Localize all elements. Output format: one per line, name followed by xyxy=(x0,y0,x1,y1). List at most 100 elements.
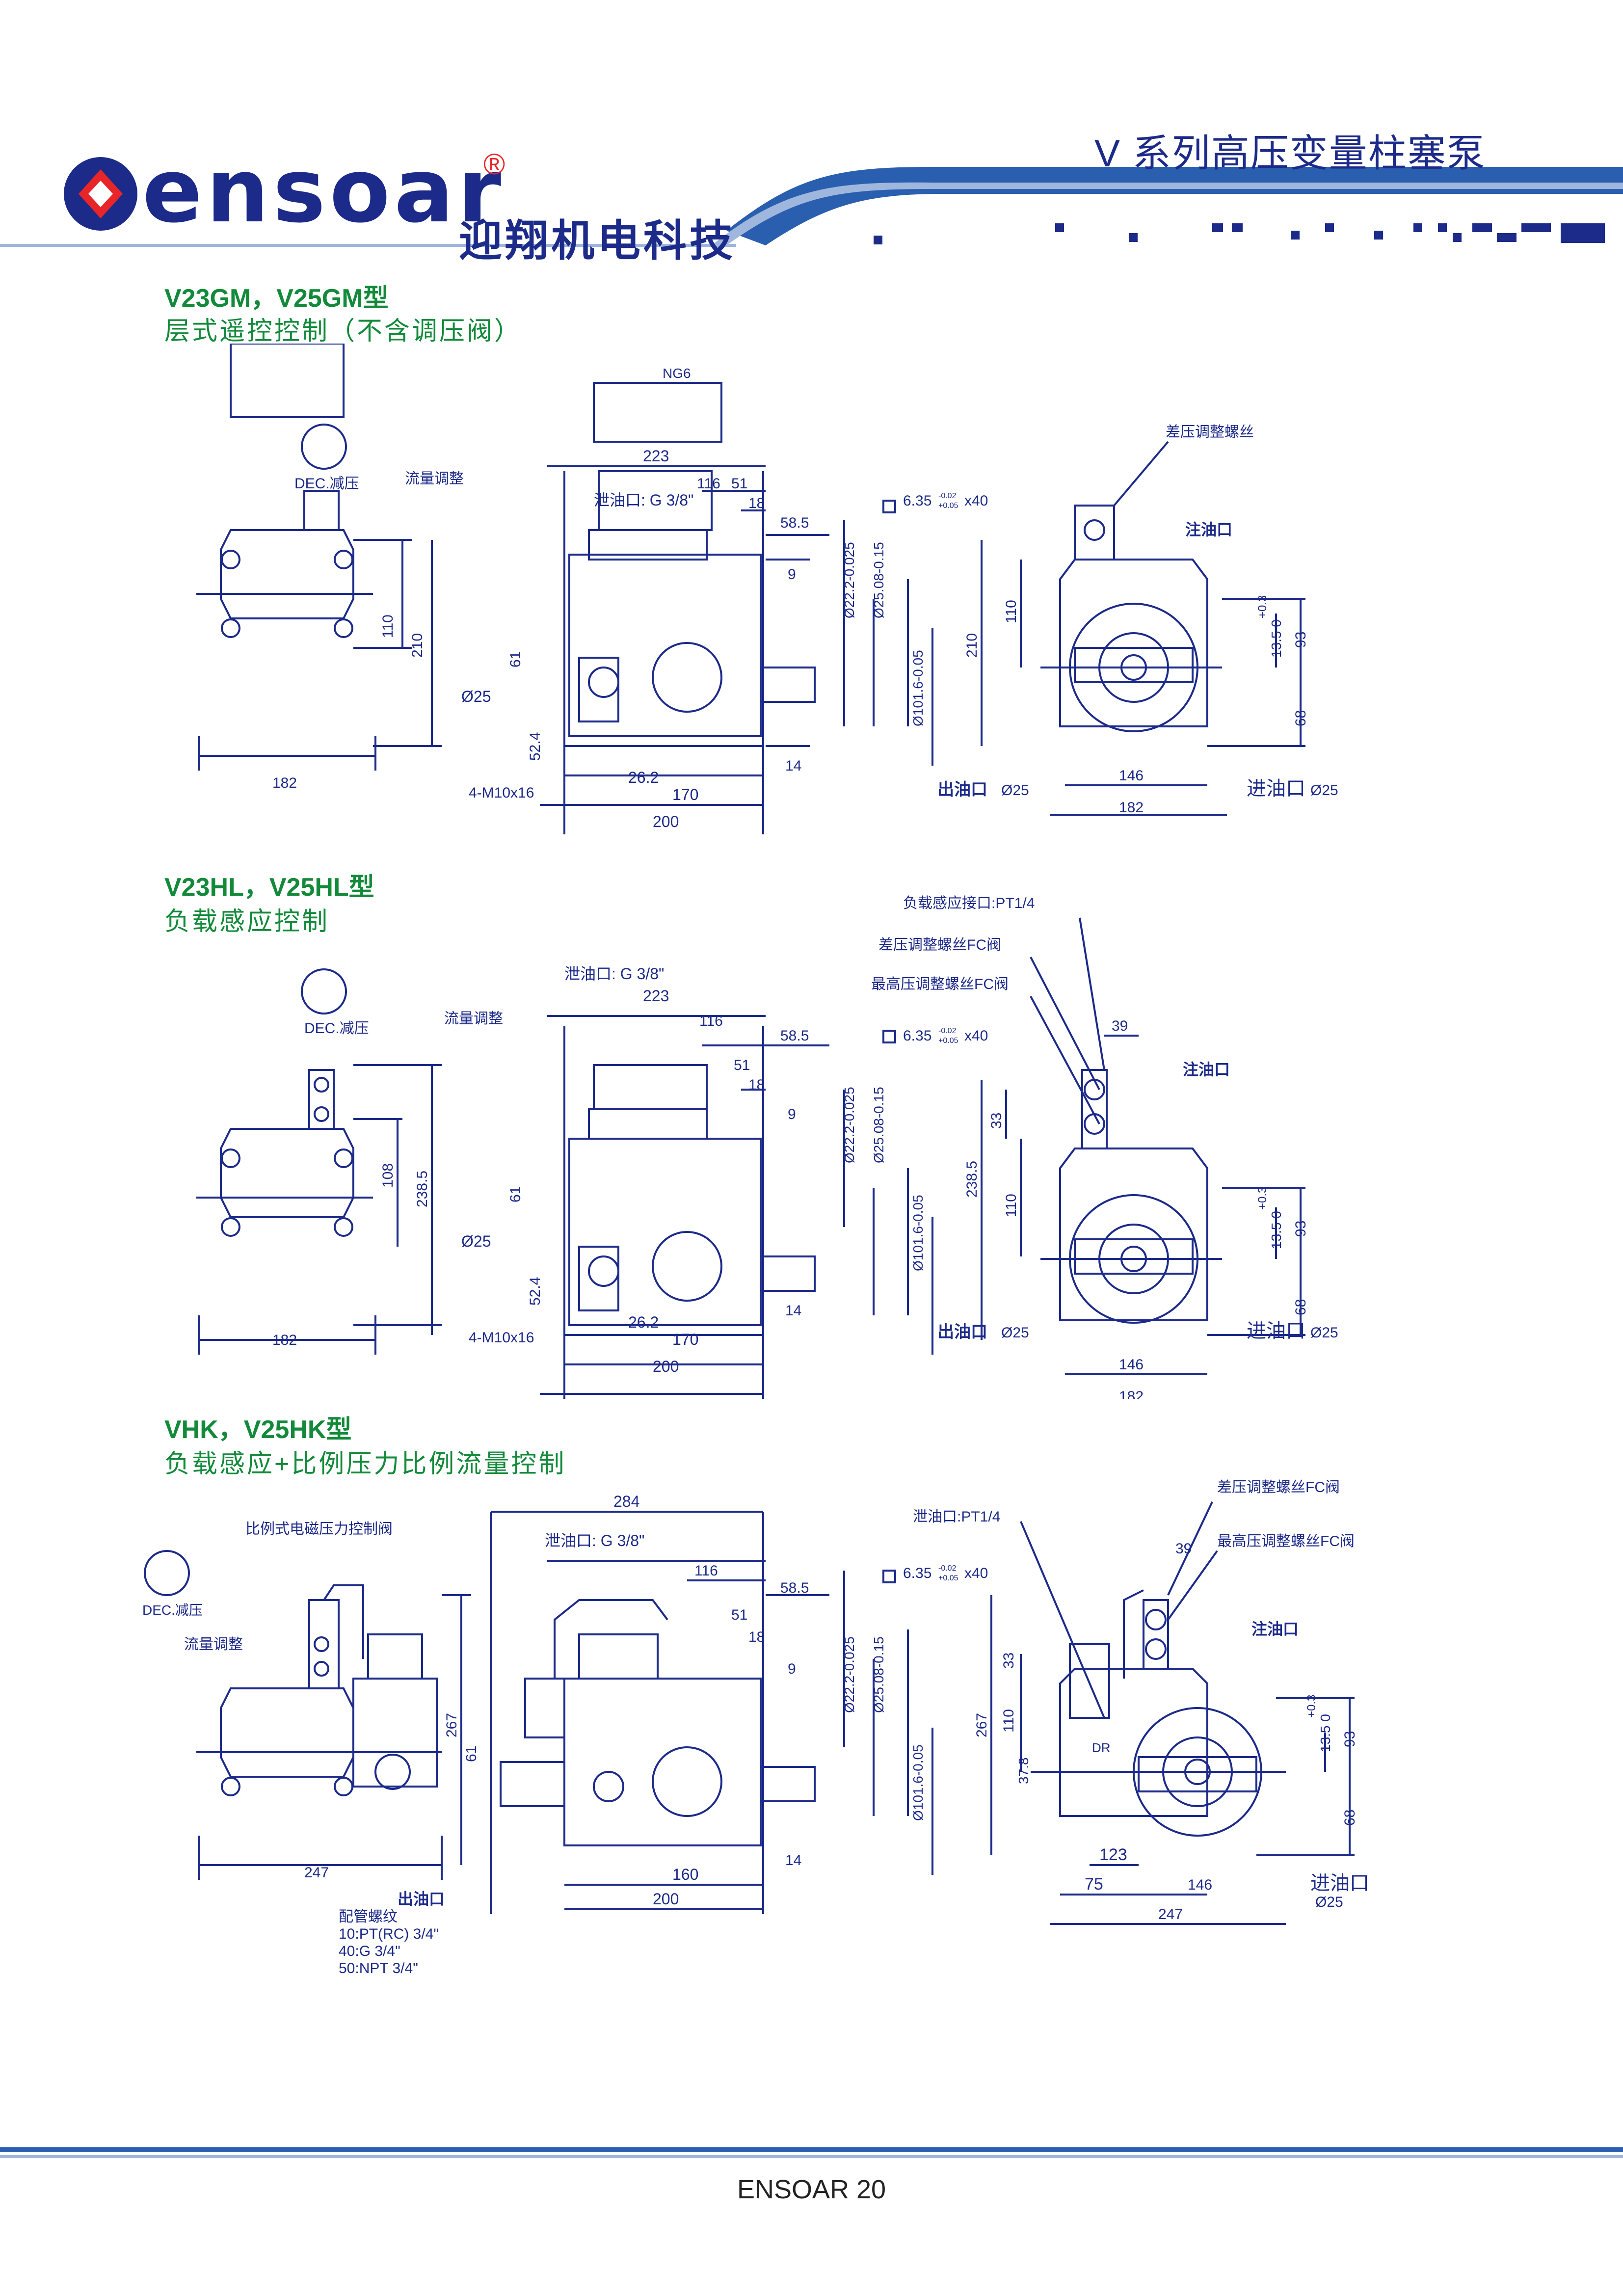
section-2-model: V23HL，V25HL型 xyxy=(164,873,374,902)
dim-116-3: 116 xyxy=(694,1563,718,1579)
section-3-model: VHK，V25HK型 xyxy=(164,1415,352,1444)
section-1-model: V23GM，V25GM型 xyxy=(164,284,389,313)
shaft-25-3: Ø25.08-0.15 xyxy=(871,1636,886,1713)
diff-screw-label-3: 差压调整螺丝FC阀 xyxy=(1217,1479,1340,1495)
shaft-key-tol-bot-1: +0.05 xyxy=(938,502,958,510)
header-graphic xyxy=(0,157,1623,247)
shaft-key-2: 6.35 xyxy=(903,1028,931,1044)
right-68-3: 68 xyxy=(1342,1810,1358,1826)
outlet-label-2: 出油口 xyxy=(937,1323,987,1341)
right-03-2: +0.3 xyxy=(1256,1187,1269,1210)
dim-170-1: 170 xyxy=(672,786,698,803)
bolt-label-1: 4-M10x16 xyxy=(469,785,534,801)
right-110-2: 110 xyxy=(1003,1194,1019,1217)
section-2-drawing: DEC.减压 流量调整 182 108 238.5 泄油口: G 3/8" 22… xyxy=(196,895,1338,1399)
dim-9-2: 9 xyxy=(788,1106,796,1122)
registered-mark: ® xyxy=(483,148,506,181)
drain-label-2: 泄油口: G 3/8" xyxy=(564,965,664,983)
dim-9-1: 9 xyxy=(788,566,796,583)
dim-58-5-2: 58.5 xyxy=(780,1028,809,1044)
dec-label-1: DEC.减压 xyxy=(294,476,359,492)
right-210-1: 210 xyxy=(964,633,980,658)
right-33-2: 33 xyxy=(988,1113,1005,1129)
shaft-key-tol-top-3: -0.02 xyxy=(938,1564,957,1573)
shaft-key-len-2: x40 xyxy=(964,1028,988,1044)
right-247-3: 247 xyxy=(1158,1906,1183,1922)
section-2-subtitle: 负载感应控制 xyxy=(164,908,330,936)
shaft-key-len-3: x40 xyxy=(964,1565,988,1581)
prop-valve-label: 比例式电磁压力控制阀 xyxy=(245,1521,393,1537)
right-13-5-1: 13.5 0 xyxy=(1269,619,1284,658)
dim-14-3: 14 xyxy=(785,1852,801,1869)
right-146-1: 146 xyxy=(1119,768,1144,784)
dim-116-2: 116 xyxy=(699,1013,723,1029)
right-03-1: +0.3 xyxy=(1256,595,1269,618)
right-110-3: 110 xyxy=(1001,1709,1017,1733)
fill-port-label-1: 注油口 xyxy=(1185,521,1232,538)
inlet-dia-3: Ø25 xyxy=(1315,1894,1343,1910)
dim-61-2: 61 xyxy=(507,1186,524,1202)
dim-9-3: 9 xyxy=(788,1661,796,1677)
shaft-key-tol-bot-3: +0.05 xyxy=(938,1574,958,1582)
shaft-key-tol-bot-2: +0.05 xyxy=(938,1037,958,1045)
dia25-label-1: Ø25 xyxy=(461,688,491,705)
section-1-subtitle: 层式遥控控制（不含调压阀） xyxy=(164,317,522,346)
dim-14-1: 14 xyxy=(785,758,801,774)
right-182-2: 182 xyxy=(1119,1388,1144,1399)
ng6-label: NG6 xyxy=(663,366,691,381)
dim-52-4-2: 52.4 xyxy=(527,1277,543,1306)
series-title: V 系列高压变量柱塞泵 xyxy=(1094,132,1486,175)
diff-screw-label-1: 差压调整螺丝 xyxy=(1166,424,1254,440)
right-93-3: 93 xyxy=(1342,1731,1358,1747)
flow-adjust-label-1: 流量调整 xyxy=(405,471,464,487)
footer-rule xyxy=(0,2147,1623,2158)
drain2-label: 泄油口:PT1/4 xyxy=(913,1509,1000,1525)
dim-200-3: 200 xyxy=(653,1890,679,1908)
dim-26-2-1: 26.2 xyxy=(628,769,659,786)
dr-label: DR xyxy=(1092,1740,1111,1755)
dia25-label-2: Ø25 xyxy=(461,1232,491,1250)
right-33-3: 33 xyxy=(1001,1653,1017,1669)
dim-51-3: 51 xyxy=(731,1607,747,1623)
dim-26-2-2: 26.2 xyxy=(628,1313,659,1331)
dim-51-2: 51 xyxy=(734,1057,750,1073)
shaft-key-3: 6.35 xyxy=(903,1565,931,1581)
shaft-key-tol-top-1: -0.02 xyxy=(938,492,957,500)
load-port-label: 负载感应接口:PT1/4 xyxy=(903,895,1035,911)
shaft-101-1: Ø101.6-0.05 xyxy=(910,650,926,726)
dim-14-2: 14 xyxy=(785,1303,801,1319)
right-110-1: 110 xyxy=(1003,600,1019,623)
dim-51-1: 51 xyxy=(731,476,747,492)
shaft-101-3: Ø101.6-0.05 xyxy=(910,1744,926,1821)
right-238-5-2: 238.5 xyxy=(964,1161,980,1198)
dim-160-3: 160 xyxy=(672,1866,698,1883)
right-03-3: +0.3 xyxy=(1305,1695,1318,1718)
section-3-subtitle: 负载感应+比例压力比例流量控制 xyxy=(164,1450,566,1478)
section-3-drawing: DEC.减压 流量调整 比例式电磁压力控制阀 247 267 出油口 配管螺纹 … xyxy=(142,1479,1369,1976)
flow-adjust-label-3: 流量调整 xyxy=(184,1636,243,1653)
header xyxy=(0,0,1623,275)
bolt-label-2: 4-M10x16 xyxy=(469,1330,534,1346)
right-123-3: 123 xyxy=(1099,1845,1127,1864)
dim-182-1: 182 xyxy=(272,775,297,791)
pipe-3: 50:NPT 3/4" xyxy=(339,1960,418,1976)
outlet-dia-1: Ø25 xyxy=(1001,782,1029,799)
right-146-3: 146 xyxy=(1188,1877,1212,1893)
right-68-1: 68 xyxy=(1293,710,1309,726)
shaft-25-1: Ø25.08-0.15 xyxy=(871,542,886,618)
shaft-22-3: Ø22.2-0.025 xyxy=(842,1636,857,1713)
max-screw-label-2: 最高压调整螺丝FC阀 xyxy=(871,976,1009,992)
dim-110-1: 110 xyxy=(380,614,396,638)
outlet-dia-2: Ø25 xyxy=(1001,1325,1029,1341)
dim-18-3: 18 xyxy=(748,1629,765,1645)
dim-284-3: 284 xyxy=(613,1493,639,1510)
company-name: 迎翔机电科技 xyxy=(459,216,736,265)
dim-238-5-2: 238.5 xyxy=(414,1171,430,1207)
shaft-25-2: Ø25.08-0.15 xyxy=(871,1087,886,1163)
dim-223-2: 223 xyxy=(643,987,669,1005)
fill-port-label-3: 注油口 xyxy=(1251,1620,1299,1638)
pipe-1: 10:PT(RC) 3/4" xyxy=(339,1926,439,1942)
dim-58-5-3: 58.5 xyxy=(780,1580,809,1596)
dim-223-1: 223 xyxy=(643,447,669,465)
section-1-drawing: DEC.减压 流量调整 182 110 210 NG6 223 116 51 泄… xyxy=(196,344,1338,834)
